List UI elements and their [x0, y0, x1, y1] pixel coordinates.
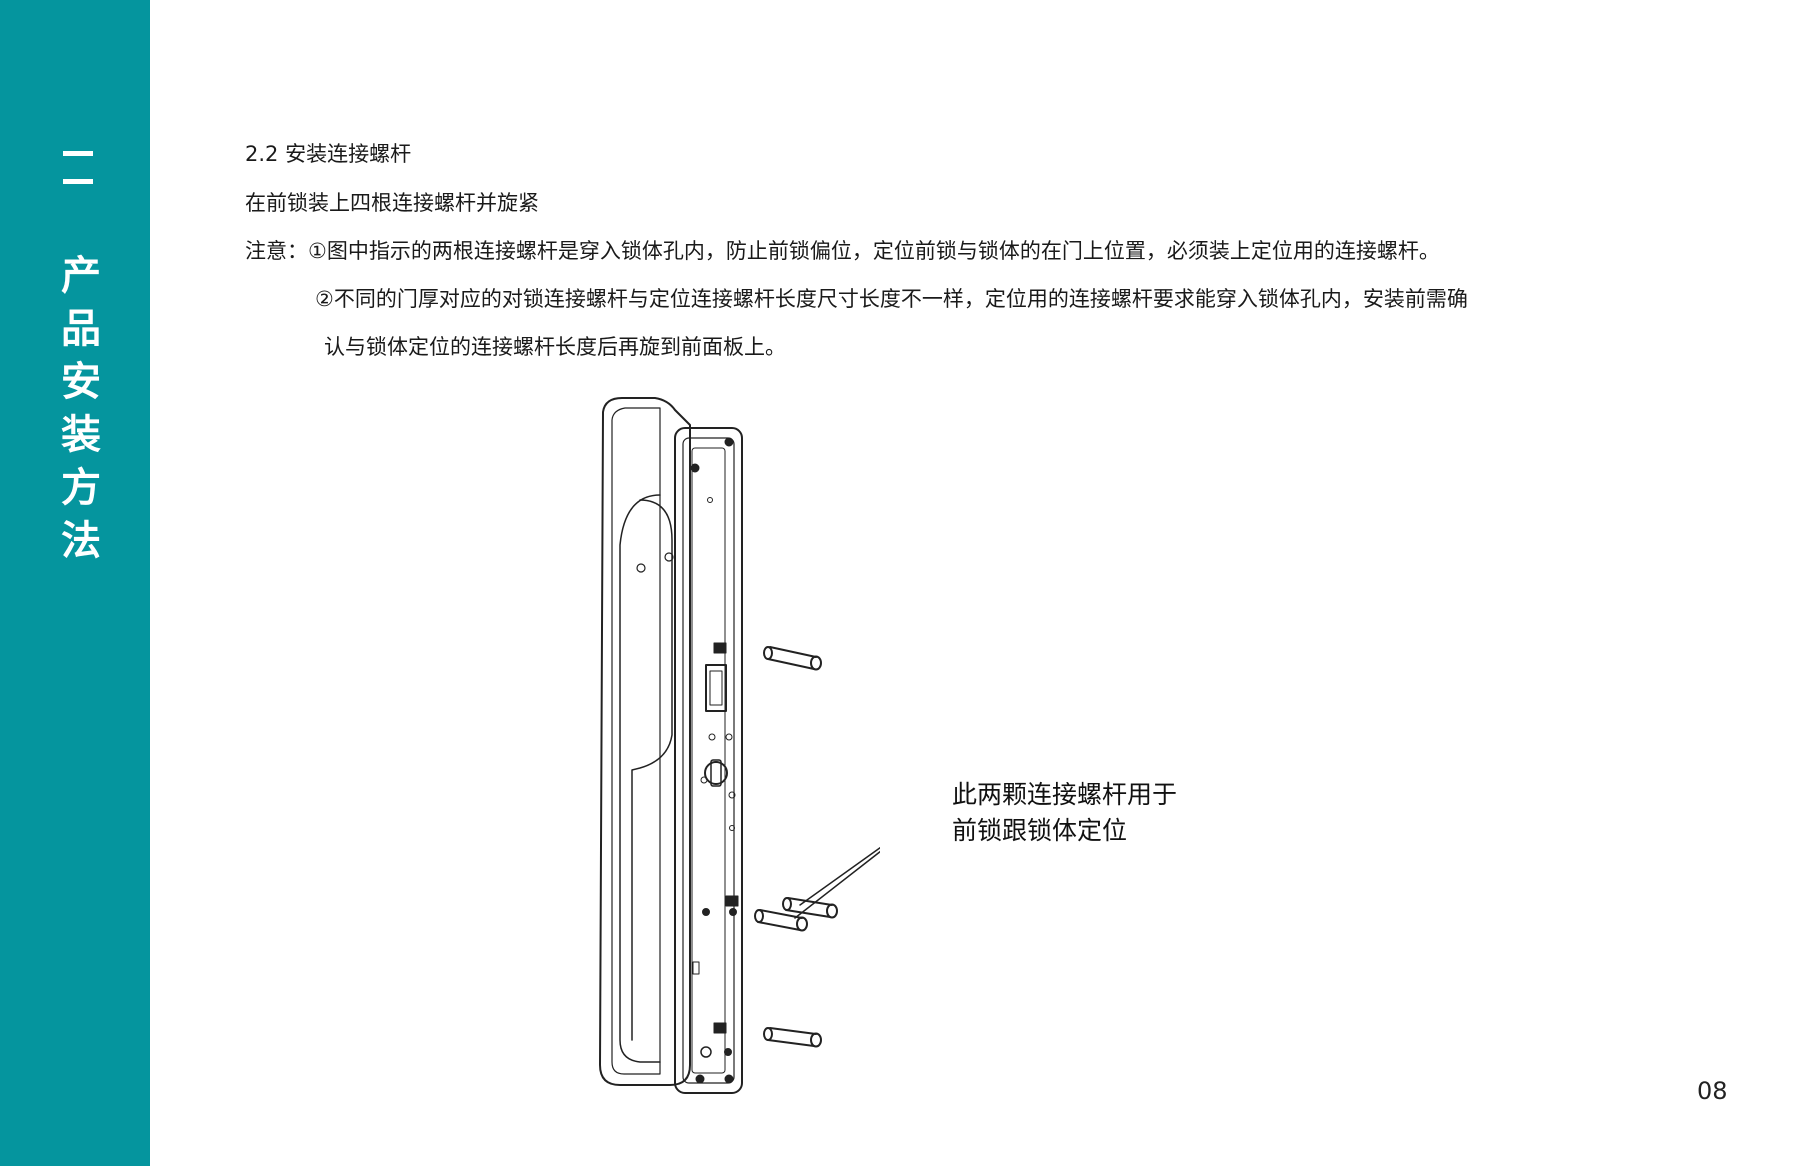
- chapter-number-two: [60, 149, 96, 185]
- connecting-screw-locating-1: [782, 897, 838, 919]
- callout-line-1: 此两颗连接螺杆用于: [952, 780, 1178, 809]
- locating-screws-callout: 此两颗连接螺杆用于 前锁跟锁体定位: [952, 777, 1177, 849]
- note-1: 注意：①图中指示的两根连接螺杆是穿入锁体孔内，防止前锁偏位，定位前锁与锁体的在门…: [245, 239, 1440, 263]
- connecting-screw-locating-2: [754, 909, 808, 932]
- note-2-line-2: 认与锁体定位的连接螺杆长度后再旋到前面板上。: [324, 335, 786, 359]
- lock-installation-diagram: [599, 397, 880, 1094]
- section-title: 2.2 安装连接螺杆: [245, 142, 412, 166]
- lock-front-panel: [674, 427, 743, 1094]
- sidebar-band: 产品安装方法: [0, 0, 150, 1166]
- chapter-title: 产品安装方法: [61, 253, 101, 564]
- callout-leader-lines: [794, 846, 880, 919]
- lock-handle-body: [599, 397, 691, 1086]
- connecting-screw-top: [763, 646, 822, 671]
- connecting-screw-bottom: [763, 1027, 822, 1048]
- callout-line-2: 前锁跟锁体定位: [952, 816, 1128, 845]
- note-2-line-1: ②不同的门厚对应的对锁连接螺杆与定位连接螺杆长度尺寸长度不一样，定位用的连接螺杆…: [315, 287, 1468, 311]
- section-intro: 在前锁装上四根连接螺杆并旋紧: [245, 191, 539, 215]
- page-number: 08: [1697, 1077, 1728, 1105]
